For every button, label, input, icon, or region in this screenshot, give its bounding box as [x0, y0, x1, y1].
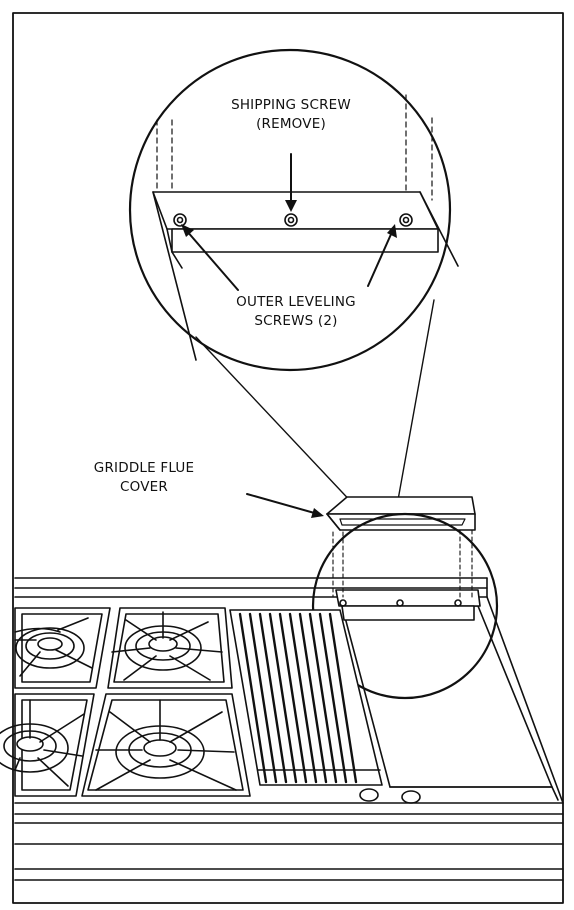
- shipping-screw-label-line1: SHIPPING SCREW: [231, 97, 351, 113]
- page-border: [12, 12, 564, 904]
- grill-grates: [229, 609, 383, 786]
- knob-hole-left: [359, 788, 379, 802]
- burner-back-right: [111, 611, 223, 681]
- outer-leveling-label: OUTER LEVELING SCREWS (2): [216, 293, 376, 331]
- outer-leveling-label-line2: SCREWS (2): [254, 313, 338, 329]
- griddle-flue-label-line1: GRIDDLE FLUE: [93, 460, 195, 476]
- burner-back-left: [14, 617, 93, 677]
- screw-center: [284, 213, 298, 227]
- flue-bracket-small: [332, 529, 481, 621]
- screw-left: [173, 213, 187, 227]
- griddle-flue-cover-part: [326, 496, 476, 531]
- flue-cover-arrow: [246, 493, 324, 518]
- outer-leveling-label-line1: OUTER LEVELING: [236, 294, 356, 310]
- detail-locator-circle: [311, 512, 499, 700]
- dashed-guides: [156, 94, 433, 201]
- knob-hole-right: [401, 790, 421, 804]
- magnified-detail: [128, 48, 459, 372]
- bracket-front-strip: [171, 228, 439, 253]
- burner-front-left: [0, 699, 85, 787]
- shipping-screw-label-line2: (REMOVE): [256, 116, 326, 132]
- shipping-screw-label: SHIPPING SCREW (REMOVE): [213, 96, 369, 134]
- zoom-link-left: [195, 336, 358, 509]
- burner-grates: [14, 607, 251, 797]
- range-top: [14, 577, 564, 881]
- griddle-flue-label-line2: COVER: [120, 479, 168, 495]
- screw-right: [399, 213, 413, 227]
- griddle-flue-cover-label: GRIDDLE FLUE COVER: [76, 459, 212, 497]
- leveling-screw-arrow-right: [367, 224, 397, 287]
- leveling-screw-arrow-left: [181, 224, 239, 291]
- burner-front-right: [95, 699, 237, 791]
- zoom-link-right: [397, 299, 435, 501]
- magnifier-circle: [128, 48, 452, 372]
- shipping-screw-arrow: [285, 153, 297, 212]
